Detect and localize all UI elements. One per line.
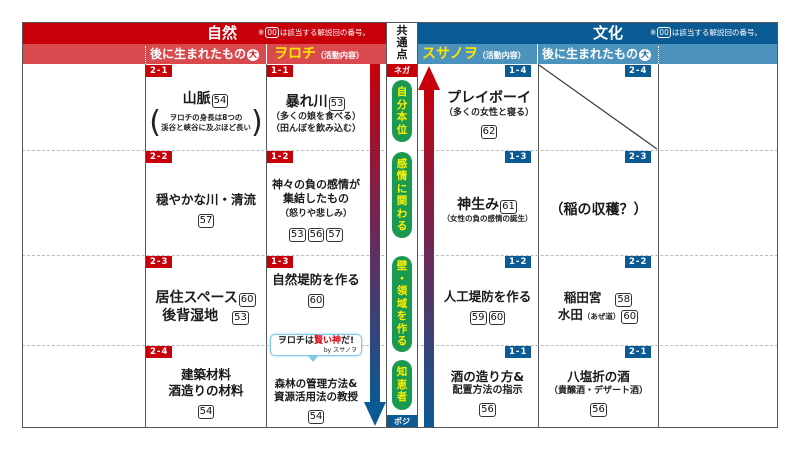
up-arrow-icon — [418, 66, 440, 428]
common-header: 共 通 点 — [386, 22, 418, 64]
down-arrow-icon — [364, 64, 386, 426]
episode-tag: 2-4 — [146, 346, 173, 358]
yamata-header: ヲロチ（活動内容） — [274, 46, 364, 62]
nature-subheader-bar: 後に生まれたもの大 ヲロチ（活動内容） — [22, 44, 386, 64]
episode-number: 53 — [232, 311, 249, 325]
note-number-box: 00 — [265, 27, 279, 38]
pill-make-walls: 壁 ・ 領 域 を 作 る — [392, 256, 412, 352]
grid-line — [266, 64, 267, 428]
posi-label: ポジ — [387, 415, 417, 428]
dai-badge-icon: 大 — [639, 49, 652, 61]
divider — [266, 44, 267, 64]
cell-calm-river: 穏やかな川・清流 57 — [155, 191, 256, 228]
episode-tag: 2-3 — [146, 256, 173, 268]
common-column: ネガ 自 分 本 位 感 情 に 関 わ る 壁 ・ 領 域 を 作 る 知 恵… — [386, 64, 418, 428]
episode-tag: 2-1 — [625, 346, 652, 358]
episode-number: 58 — [615, 293, 633, 307]
right-later-header: 後に生まれたもの大 — [542, 47, 652, 61]
episode-number: 53 — [328, 97, 346, 111]
episode-tag: 1-4 — [505, 65, 532, 77]
episode-tag: 2-1 — [146, 65, 173, 77]
nega-label: ネガ — [387, 64, 417, 77]
cell-rice-harvest: （稲の収穫？） — [549, 201, 648, 218]
susano-header: スサノヲ（活動内容） — [422, 46, 526, 62]
episode-tag: 2-2 — [625, 256, 652, 268]
note-number-box: 00 — [657, 27, 671, 38]
episode-tag: 2-2 — [146, 151, 173, 163]
episode-number: 54 — [307, 410, 325, 424]
empty-cell-diagonal — [538, 64, 658, 150]
episode-number: 57 — [326, 227, 344, 242]
episode-number: 61 — [500, 199, 517, 214]
dai-badge-icon: 大 — [247, 49, 260, 61]
episode-number: 60 — [238, 293, 256, 307]
episode-number: 62 — [480, 125, 498, 139]
dotted-divider — [658, 46, 659, 64]
episode-number: 60 — [307, 294, 325, 308]
episode-number: 60 — [488, 311, 506, 325]
speech-bubble: ヲロチは賢い神だ! by スサノヲ — [270, 334, 362, 362]
grid-line — [538, 64, 539, 428]
episode-number: 57 — [197, 213, 215, 228]
bubble-tail — [308, 356, 318, 362]
episode-tag: 1-1 — [267, 65, 294, 77]
table-frame — [22, 22, 778, 428]
episode-number: 56 — [479, 403, 496, 417]
cell-building-materials: 建築材料 酒造りの材料 54 — [168, 367, 244, 419]
episode-tag: 2-3 — [625, 151, 652, 163]
episode-tag: 1-3 — [505, 151, 532, 163]
cell-natural-levee: 自然堤防を作る 60 — [272, 272, 360, 308]
grid-line — [145, 64, 146, 428]
episode-tag: 1-2 — [267, 151, 294, 163]
episode-tag: 1-3 — [267, 256, 294, 268]
episode-number: 54 — [211, 94, 229, 108]
cell-yashiori-sake: 八塩折の酒 （貴醸酒・デザート酒） 56 — [548, 369, 648, 417]
divider — [537, 44, 538, 64]
pill-emotion-related: 感 情 に 関 わ る — [392, 152, 412, 238]
episode-tag: 2-4 — [625, 65, 652, 77]
left-later-header: 後に生まれたもの大 — [150, 47, 260, 61]
episode-number: 60 — [621, 310, 639, 324]
episode-number: 53 — [288, 227, 306, 242]
cell-forest-management: 森林の管理方法& 資源活用法の教授 54 — [274, 378, 358, 424]
grid-line — [658, 64, 659, 428]
cell-playboy: プレイボーイ （多くの女性と寝る） 62 — [443, 90, 534, 139]
episode-number: 56 — [307, 227, 325, 242]
pill-self-centered: 自 分 本 位 — [392, 80, 412, 142]
episode-tag: 1-2 — [505, 256, 532, 268]
nature-title: 自然 — [206, 24, 237, 42]
culture-title: 文化 — [592, 24, 623, 42]
episode-tag: 1-1 — [505, 346, 532, 358]
episode-number: 59 — [469, 311, 487, 325]
culture-subheader-bar: スサノヲ（活動内容） 後に生まれたもの大 — [418, 44, 778, 64]
pill-wise-one: 知 恵 者 — [392, 360, 412, 410]
episode-number: 54 — [197, 405, 215, 419]
dotted-divider — [145, 46, 146, 64]
episode-number: 56 — [590, 403, 607, 417]
cell-sake-brewing: 酒の造り方& 配置方法の指示 56 — [450, 369, 525, 417]
